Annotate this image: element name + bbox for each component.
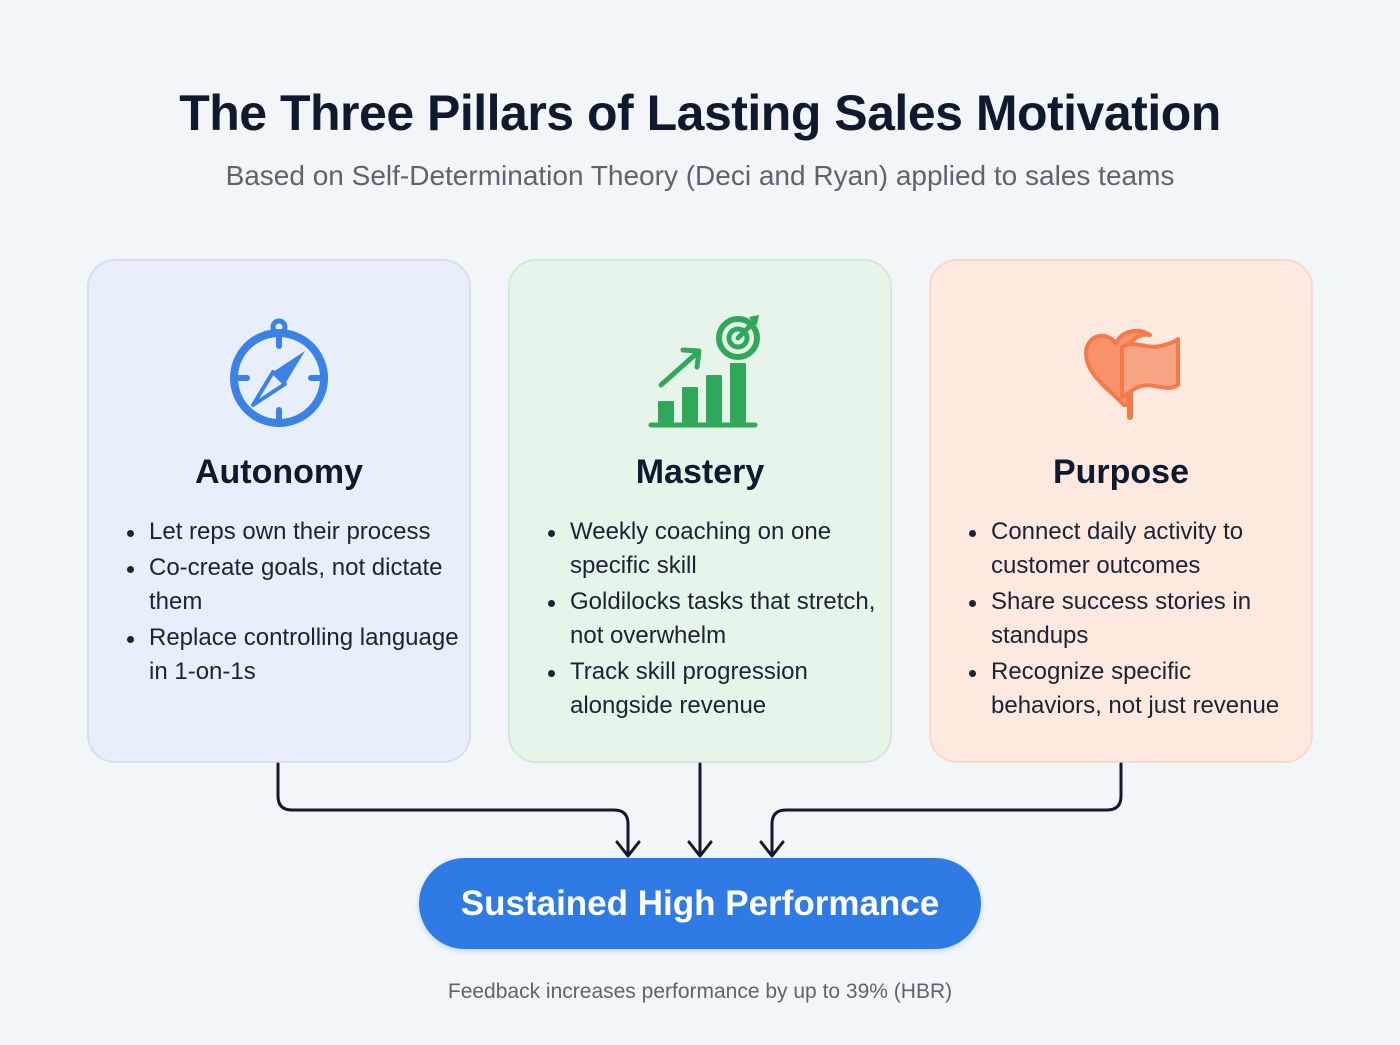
arrow-autonomy	[276, 762, 630, 857]
bullet-item: Connect daily activity to customer outco…	[967, 515, 1301, 583]
heart-flag-icon	[1084, 328, 1180, 420]
footnote: Feedback increases performance by up to …	[447, 980, 953, 1003]
pillar-bullet-list: Let reps own their process Co-create goa…	[125, 515, 459, 691]
bullet-item: Replace controlling language in 1-on-1s	[125, 621, 459, 689]
bullet-item: Co-create goals, not dictate them	[125, 551, 459, 619]
growth-chart-target-icon	[648, 315, 760, 428]
pillar-title: Autonomy	[194, 453, 364, 491]
page-title: The Three Pillars of Lasting Sales Motiv…	[179, 85, 1221, 141]
pillar-bullet-list: Weekly coaching on one specific skill Go…	[546, 515, 880, 725]
compass-icon	[230, 318, 328, 427]
outcome-pill: Sustained High Performance	[419, 858, 981, 949]
pillar-title: Mastery	[635, 453, 765, 491]
pillar-bullet-list: Connect daily activity to customer outco…	[967, 515, 1301, 725]
bullet-item: Share success stories in standups	[967, 585, 1301, 653]
bullet-item: Recognize specific behaviors, not just r…	[967, 655, 1301, 723]
page-subtitle: Based on Self-Determination Theory (Deci…	[225, 160, 1175, 191]
bullet-item: Let reps own their process	[125, 515, 459, 549]
pillar-card-autonomy: Autonomy Let reps own their process Co-c…	[87, 259, 471, 763]
bullet-item: Goldilocks tasks that stretch, not overw…	[546, 585, 880, 653]
bullet-item: Weekly coaching on one specific skill	[546, 515, 880, 583]
pillar-card-purpose: Purpose Connect daily activity to custom…	[929, 259, 1313, 763]
pillar-card-mastery: Mastery Weekly coaching on one specific …	[508, 259, 892, 763]
arrow-purpose	[770, 762, 1123, 857]
bullet-item: Track skill progression alongside revenu…	[546, 655, 880, 723]
pillar-title: Purpose	[1052, 453, 1190, 491]
